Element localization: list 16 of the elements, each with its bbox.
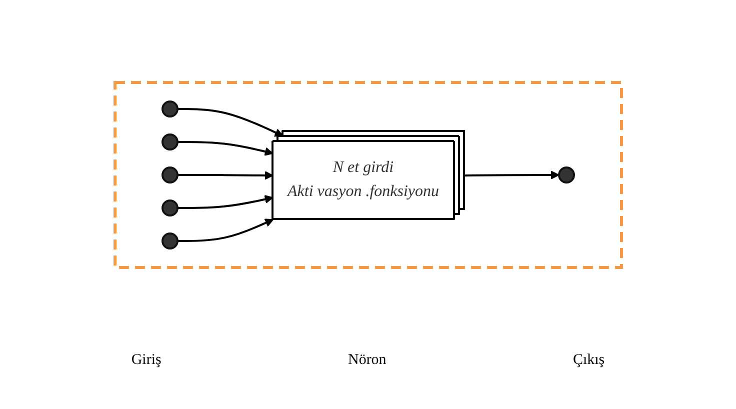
node-circle [161, 134, 178, 150]
arrow [177, 194, 274, 209]
section-label: Giriş [130, 351, 162, 370]
node-circle [161, 166, 178, 184]
node-circle [161, 200, 178, 216]
arrow [177, 108, 284, 137]
arrow [464, 170, 560, 180]
node-circle [558, 166, 575, 184]
node-circle [161, 100, 178, 118]
section-label: Nöron [346, 351, 388, 370]
node-circle [161, 232, 178, 250]
arrow [177, 171, 274, 180]
cluster [113, 81, 623, 269]
arrow [177, 141, 274, 156]
arrow [177, 218, 274, 242]
section-label: Çıkış [572, 351, 606, 370]
